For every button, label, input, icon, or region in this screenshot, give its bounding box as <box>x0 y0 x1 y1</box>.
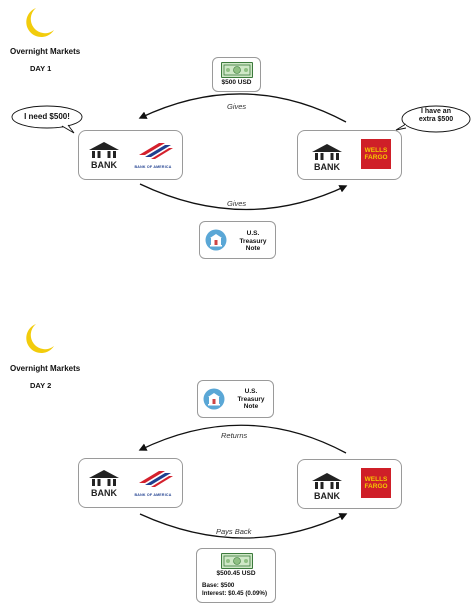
repayment-amount: $500.45 USD <box>216 570 256 577</box>
svg-text:BANK: BANK <box>91 488 117 498</box>
note-line: U.S. <box>244 388 258 395</box>
bank-of-america-name: BANK OF AMERICA <box>134 165 172 169</box>
bottom-flow-arrow <box>139 183 348 211</box>
treasury-note-label: U.S. Treasury Note <box>233 230 273 253</box>
day-label: DAY 2 <box>30 381 52 390</box>
cash-amount: $500 USD <box>221 79 252 86</box>
top-flow-arrow <box>138 93 347 123</box>
treasury-building-icon <box>205 229 227 251</box>
speech-bubble-left <box>11 105 83 134</box>
wells-fargo-line2: FARGO <box>364 154 388 161</box>
note-line: Note <box>245 245 261 252</box>
svg-text:BANK: BANK <box>314 491 340 501</box>
speech-right-line1: I have an <box>421 108 451 115</box>
moon-icon <box>22 322 56 356</box>
treasury-note-box: U.S. Treasury Note <box>199 221 276 259</box>
speech-right-line2: extra $500 <box>418 116 454 123</box>
bank-building-icon: BANK <box>310 471 344 501</box>
bank-building-icon: BANK <box>310 142 344 172</box>
speech-right-text: I have an extra $500 <box>403 108 469 124</box>
wells-fargo-line1: WELLS <box>364 476 388 483</box>
treasury-note-box: U.S. Treasury Note <box>197 380 274 418</box>
bottom-arrow-label: Gives <box>227 199 247 208</box>
wells-fargo-box: BANK WELLS FARGO <box>297 130 402 180</box>
diagram-title: Overnight Markets <box>10 364 81 373</box>
repayment-box: $500.45 USD Base: $500 Interest: $0.45 (… <box>196 548 276 603</box>
bank-of-america-name: BANK OF AMERICA <box>134 493 172 497</box>
wells-fargo-line2: FARGO <box>364 483 388 490</box>
top-arrow-label: Gives <box>227 102 247 111</box>
speech-bubble-right <box>395 105 471 133</box>
diagram-title: Overnight Markets <box>10 47 81 56</box>
bank-of-america-box: BANK BANK OF AMERICA <box>78 130 183 180</box>
note-line: Treasury <box>237 395 265 403</box>
note-line: U.S. <box>246 230 260 237</box>
bank-building-icon: BANK <box>87 140 121 170</box>
treasury-building-icon <box>203 388 225 410</box>
note-line: Treasury <box>239 237 267 245</box>
day-label: DAY 1 <box>30 64 52 73</box>
day2-arrows <box>138 424 348 539</box>
wells-fargo-logo: WELLS FARGO <box>361 468 391 498</box>
dollar-bill-icon <box>221 62 253 78</box>
wells-fargo-logo: WELLS FARGO <box>361 139 391 169</box>
interest-amount: Interest: $0.45 (0.09%) <box>202 590 267 597</box>
top-arrow-label: Returns <box>221 431 248 440</box>
bank-of-america-box: BANK BANK OF AMERICA <box>78 458 183 508</box>
bank-of-america-logo: BANK OF AMERICA <box>129 467 177 497</box>
repayment-details: Base: $500 Interest: $0.45 (0.09%) <box>202 582 274 598</box>
bank-of-america-logo: BANK OF AMERICA <box>129 139 177 169</box>
dollar-bill-icon <box>221 553 253 569</box>
speech-left-text: I need $500! <box>24 112 70 121</box>
bottom-flow-arrow <box>139 513 348 539</box>
svg-text:BANK: BANK <box>91 160 117 170</box>
svg-text:BANK: BANK <box>314 162 340 172</box>
top-flow-arrow <box>138 424 347 454</box>
day1-arrows <box>138 93 348 211</box>
cash-box: $500 USD <box>212 57 261 92</box>
note-line: Note <box>243 403 259 410</box>
moon-icon <box>22 6 56 40</box>
base-amount: Base: $500 <box>202 582 235 589</box>
bottom-arrow-label: Pays Back <box>216 527 252 536</box>
wells-fargo-line1: WELLS <box>364 147 388 154</box>
bank-building-icon: BANK <box>87 468 121 498</box>
wells-fargo-box: BANK WELLS FARGO <box>297 459 402 509</box>
treasury-note-label: U.S. Treasury Note <box>231 388 271 411</box>
